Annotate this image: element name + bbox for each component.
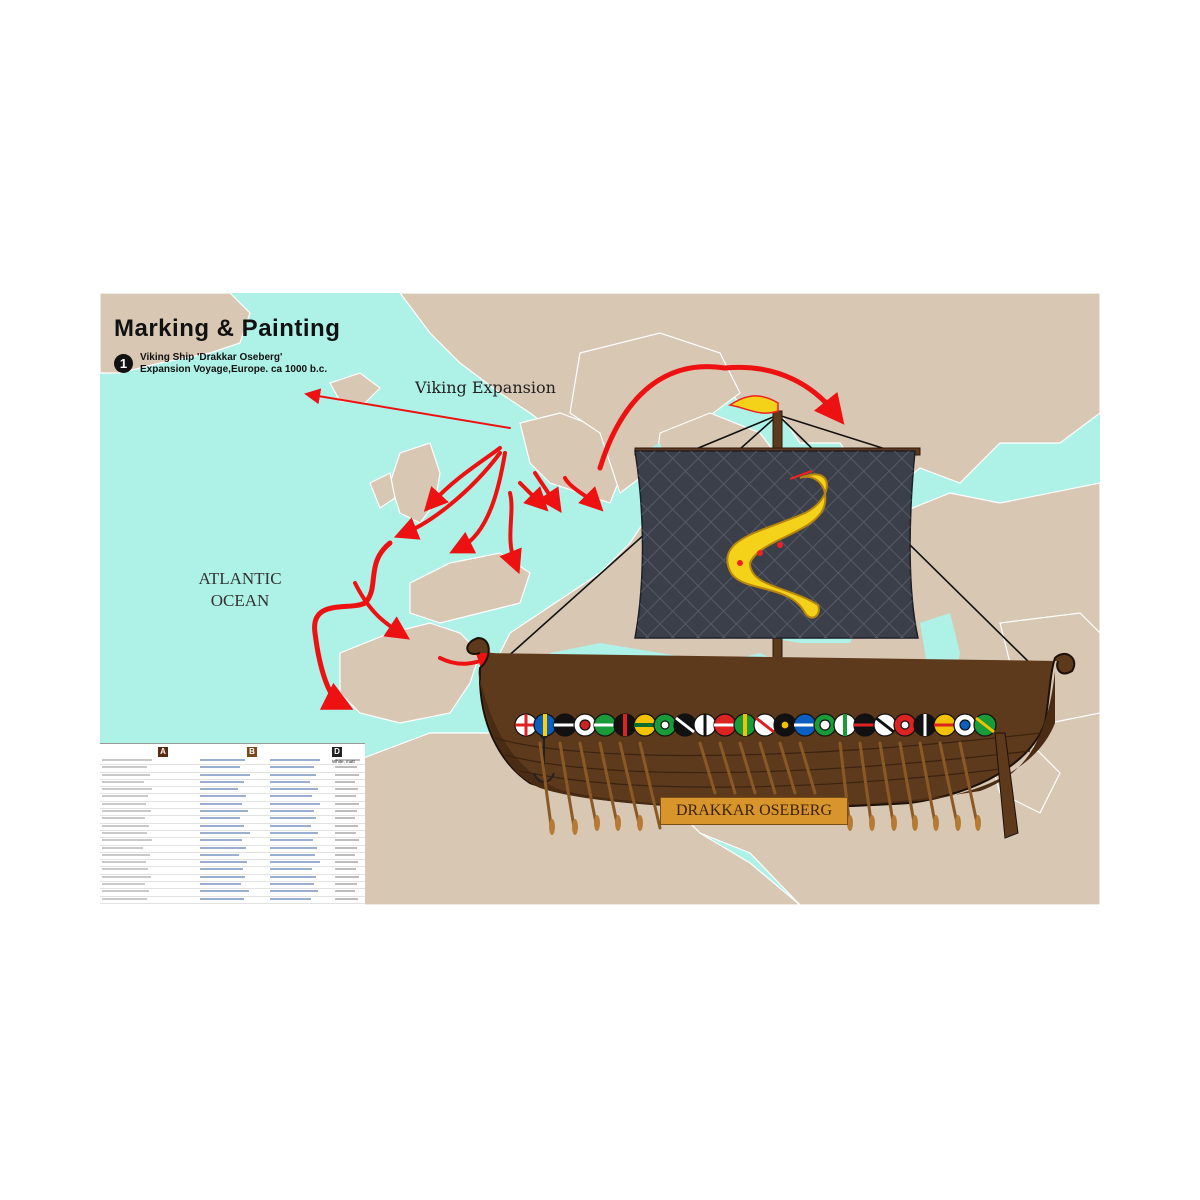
scheme-number-icon: 1: [114, 354, 133, 373]
table-row: [100, 853, 365, 861]
table-row: [100, 787, 365, 795]
steering-oar: [994, 732, 1019, 839]
column-a-badge: A: [158, 747, 168, 757]
table-row: [100, 816, 365, 824]
table-row: [100, 889, 365, 897]
pennant: [727, 395, 779, 414]
table-row: [100, 794, 365, 802]
oar-blades: [549, 815, 981, 835]
viking-expansion-label: Viking Expansion: [415, 378, 556, 397]
ship-nameplate: DRAKKAR OSEBERG: [660, 797, 848, 825]
table-row: [100, 765, 365, 773]
table-row: [100, 780, 365, 788]
subtitle: Viking Ship 'Drakkar Oseberg' Expansion …: [140, 352, 327, 376]
table-row: [100, 773, 365, 780]
table-row: [100, 860, 365, 868]
dragon-emblem: [726, 473, 828, 619]
column-d-badge: D: [332, 747, 342, 757]
ocean-line-2: OCEAN: [210, 591, 270, 610]
table-row: [100, 838, 365, 846]
column-d-first-value: White, matt: [332, 759, 355, 764]
paint-chart-rows: [100, 758, 365, 905]
table-row: [100, 875, 365, 883]
column-b-badge: B: [247, 747, 257, 757]
table-row: [100, 809, 365, 817]
ocean-line-1: ATLANTIC: [198, 569, 282, 588]
subtitle-line-2: Expansion Voyage,Europe. ca 1000 b.c.: [140, 364, 328, 375]
table-row: [100, 904, 365, 905]
oars: [538, 741, 980, 835]
table-row: [100, 846, 365, 853]
table-row: [100, 831, 365, 839]
expansion-arrows: [304, 364, 845, 710]
table-row: [100, 867, 365, 875]
table-row: [100, 758, 365, 766]
table-row: [100, 824, 365, 831]
artwork-panel: Marking & Painting 1 Viking Ship 'Drakka…: [100, 293, 1100, 905]
table-row: [100, 897, 365, 904]
shield-row: [514, 713, 997, 737]
table-row: [100, 802, 365, 810]
subtitle-line-1: Viking Ship 'Drakkar Oseberg': [140, 352, 283, 363]
atlantic-ocean-label: ATLANTIC OCEAN: [185, 568, 295, 612]
page-title: Marking & Painting: [114, 315, 341, 342]
paint-chart: A B D: [100, 743, 365, 905]
table-row: [100, 882, 365, 890]
